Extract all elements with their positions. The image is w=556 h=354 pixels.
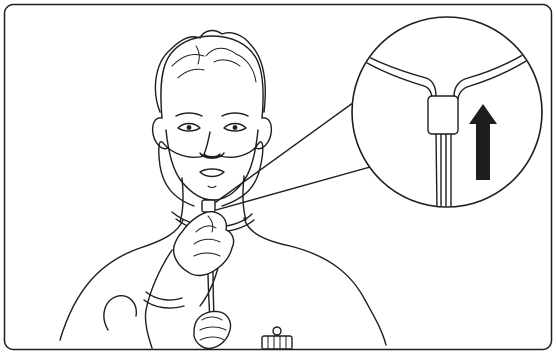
zoom-slider bbox=[428, 96, 458, 134]
connector-device bbox=[262, 336, 292, 349]
right-pupil bbox=[233, 125, 238, 130]
cannula-slider bbox=[202, 200, 215, 212]
zoom-tube-lower-left bbox=[436, 134, 437, 210]
left-pupil bbox=[187, 125, 192, 130]
connector-knob bbox=[273, 327, 281, 335]
